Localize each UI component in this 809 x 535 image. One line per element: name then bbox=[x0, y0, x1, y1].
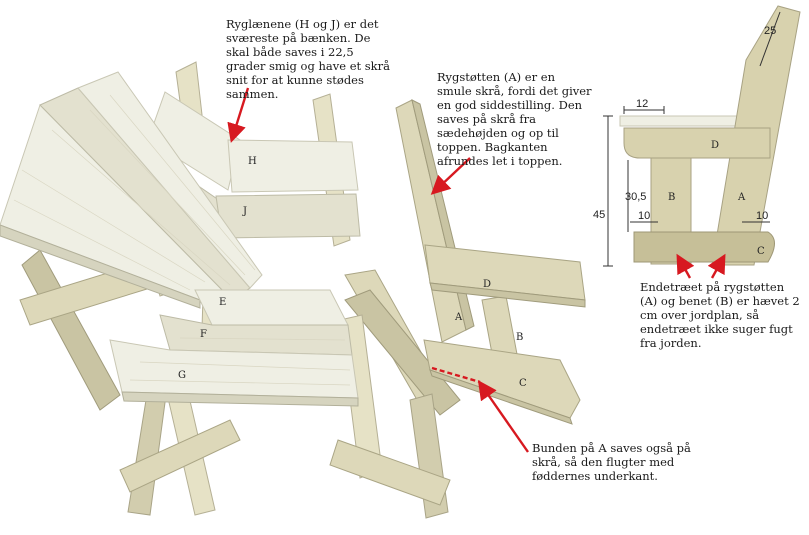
side-label-d: D bbox=[483, 279, 491, 290]
label-j: J bbox=[242, 206, 247, 217]
label-h: H bbox=[248, 156, 257, 167]
dim-10-right: 10 bbox=[756, 210, 768, 222]
dim-25: 25 bbox=[764, 25, 776, 37]
side-foot-c bbox=[423, 339, 581, 419]
tech-label-a: A bbox=[737, 192, 746, 203]
technical-drawing bbox=[619, 5, 801, 266]
bench-center-foot bbox=[119, 419, 241, 493]
seat-left-board-3 bbox=[77, 71, 263, 289]
bench-right-armrest-shade bbox=[344, 289, 461, 416]
arrow-endetrae-a bbox=[676, 253, 695, 279]
backrest-h bbox=[227, 139, 359, 193]
side-foot-c-edge bbox=[429, 369, 573, 425]
tech-label-b: B bbox=[668, 192, 675, 203]
annotation-rygstotten: Rygstøtten (A) er en smule skrå, fordi d… bbox=[437, 70, 592, 168]
seat-left-edge bbox=[0, 224, 201, 309]
annotation-endetraeet: Endetræet på rygstøtten (A) og benet (B)… bbox=[640, 280, 800, 350]
seat-f bbox=[159, 314, 353, 356]
tech-label-c: C bbox=[757, 246, 765, 257]
dim-12: 12 bbox=[636, 98, 648, 110]
dim-45: 45 bbox=[593, 209, 605, 221]
side-label-b: B bbox=[516, 332, 523, 343]
annotation-ryglaenene: Ryglænene (H og J) er det sværeste på bæ… bbox=[226, 17, 391, 101]
bench-right-foot bbox=[329, 439, 451, 506]
side-label-a: A bbox=[454, 312, 463, 323]
label-e: E bbox=[219, 297, 226, 308]
side-label-c: C bbox=[519, 378, 527, 389]
dim-25-line bbox=[759, 11, 781, 67]
tech-foot-c bbox=[633, 231, 775, 263]
tech-seat-slat bbox=[619, 115, 745, 127]
dim-30-5: 30,5 bbox=[625, 191, 646, 203]
backrest-j bbox=[215, 193, 361, 239]
side-frame-illustration bbox=[395, 99, 586, 425]
arrow-bunden bbox=[477, 380, 529, 453]
tech-label-d: D bbox=[711, 140, 719, 151]
bench-illustration bbox=[0, 61, 461, 519]
arrow-ryglaenene bbox=[227, 87, 250, 143]
label-f: F bbox=[200, 329, 207, 340]
arrow-rygstotten bbox=[430, 157, 471, 195]
side-armrest-d-edge bbox=[429, 282, 586, 308]
bench-left-leg-front bbox=[21, 249, 121, 411]
tech-crossbar-d bbox=[623, 127, 771, 159]
label-g: G bbox=[178, 370, 186, 381]
seat-e bbox=[194, 289, 349, 326]
side-cut-marker bbox=[431, 366, 481, 384]
seat-g-edge bbox=[121, 391, 359, 407]
annotation-bunden: Bunden på A saves også på skrå, så den f… bbox=[532, 441, 691, 483]
arrow-endetrae-b bbox=[707, 253, 726, 279]
dim-10-left: 10 bbox=[638, 210, 650, 222]
